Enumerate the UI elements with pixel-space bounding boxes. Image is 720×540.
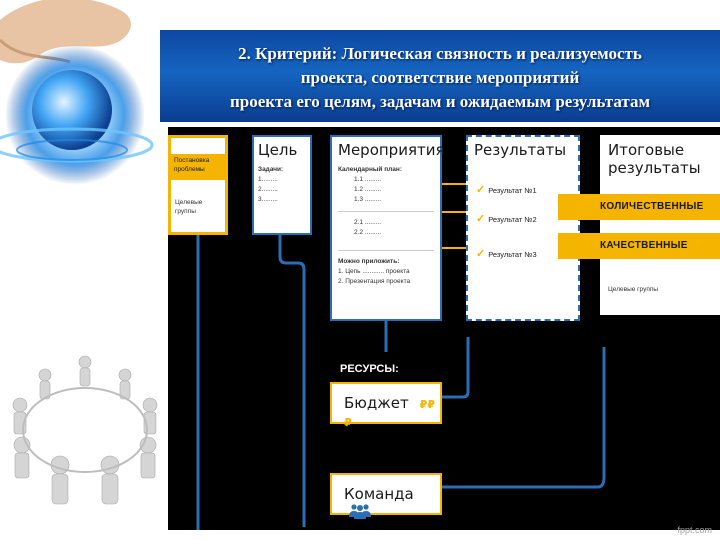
goal-task-3: 3.........	[258, 196, 278, 203]
problem-title-band: Постановка проблемы	[171, 154, 225, 180]
hand-globe-image	[0, 0, 154, 185]
team-box: Команда	[330, 473, 442, 519]
problem-title: Постановка проблемы	[174, 157, 210, 173]
quantitative-band: КОЛИЧЕСТВЕННЫЕ	[558, 194, 720, 220]
ruble-icon: ₽₽₽	[344, 398, 435, 429]
check-icon: ✓	[476, 248, 486, 260]
slide-title-line-1: 2. Критерий: Логическая связность и реал…	[238, 44, 642, 63]
budget-box: Бюджет ₽₽₽	[330, 382, 442, 429]
activities-title: Мероприятия	[338, 141, 445, 159]
result-label-3: Результат №3	[488, 250, 537, 259]
final-results-card: Итоговые результаты Целевые группы	[600, 135, 720, 315]
results-card: Результаты ✓Результат №1 ✓Результат №2 ✓…	[466, 135, 580, 321]
activities-divider	[338, 250, 434, 251]
attachment-item: 2. Презентация проекта	[338, 278, 411, 285]
activity-item: 2.1 .........	[354, 219, 382, 226]
final-results-title: Итоговые результаты	[608, 141, 701, 177]
attachment-item: 1. Цепь ............ проекта	[338, 268, 410, 275]
problem-target-groups: Целевые группы	[175, 199, 203, 215]
activity-item: 1.3 .........	[354, 196, 382, 203]
resources-label: РЕСУРСЫ:	[340, 363, 399, 375]
team-icon	[349, 504, 371, 519]
goal-task-2: 2.........	[258, 186, 278, 193]
slide-title-line-3: проекта его целям, задачам и ожидаемым р…	[229, 92, 651, 111]
result-row-1: ✓Результат №1	[476, 183, 537, 196]
calendar-plan-label: Календарный план:	[338, 166, 402, 173]
activity-item: 1.1 .........	[354, 176, 382, 183]
goal-card: Цель Задачи: 1......... 2......... 3....…	[252, 135, 312, 235]
problem-card: Постановка проблемы Целевые группы	[168, 135, 228, 235]
activities-divider	[338, 211, 434, 212]
project-logic-diagram: Постановка проблемы Целевые группы Цель …	[168, 127, 720, 530]
budget-label: Бюджет	[344, 394, 409, 412]
result-row-3: ✓Результат №3	[476, 247, 537, 260]
result-row-2: ✓Результат №2	[476, 212, 537, 225]
slide-title-banner: 2. Критерий: Логическая связность и реал…	[160, 30, 720, 122]
goal-tasks-label: Задачи:	[258, 166, 284, 173]
result-label-1: Результат №1	[488, 186, 537, 195]
people-circle-image	[12, 355, 158, 505]
results-title: Результаты	[474, 141, 567, 159]
check-icon: ✓	[476, 184, 486, 196]
check-icon: ✓	[476, 213, 486, 225]
attach-label: Можно приложить:	[338, 258, 400, 265]
team-label: Команда	[344, 485, 414, 503]
final-target-groups: Целевые группы	[608, 286, 659, 293]
footer-brand: fppt.com	[677, 525, 712, 535]
activity-item: 1.2 .........	[354, 186, 382, 193]
goal-task-1: 1.........	[258, 176, 278, 183]
slide-title-line-2: проекта, соответствие мероприятий	[300, 68, 580, 87]
result-label-2: Результат №2	[488, 215, 537, 224]
goal-title: Цель	[258, 141, 298, 159]
activity-item: 2.2 .........	[354, 229, 382, 236]
qualitative-band: КАЧЕСТВЕННЫЕ	[558, 233, 720, 259]
activities-card: Мероприятия Календарный план: 1.1 ......…	[330, 135, 445, 321]
